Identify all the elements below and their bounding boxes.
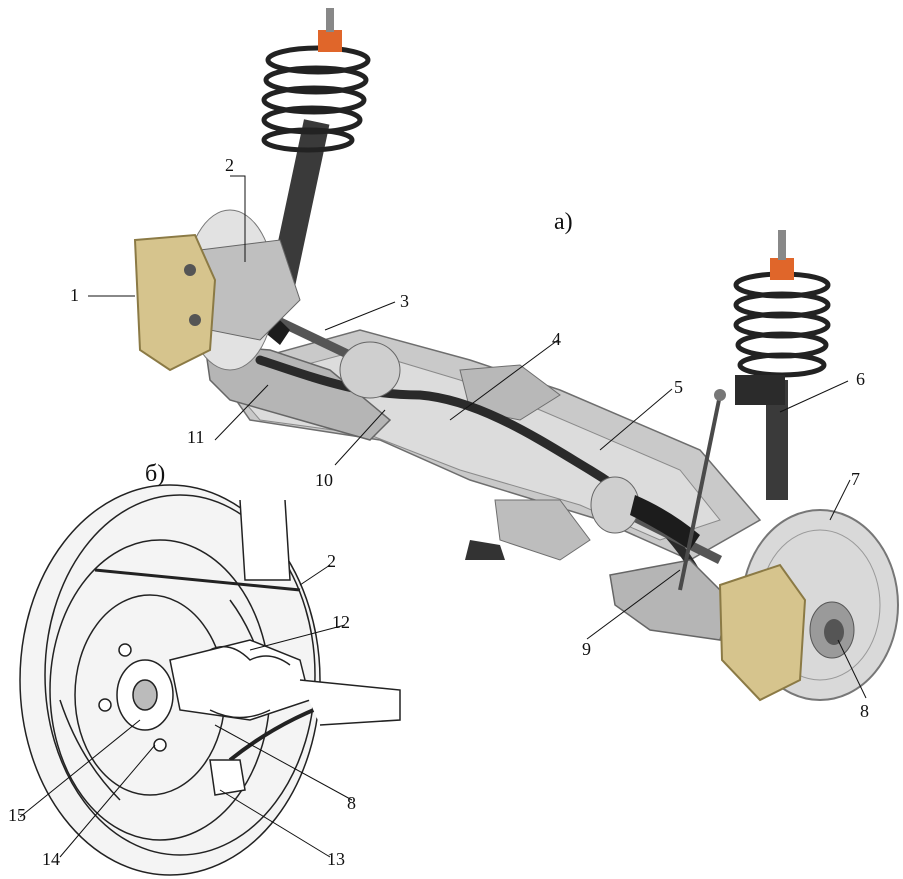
- leader-6: [779, 380, 849, 413]
- leader-11: [214, 384, 269, 441]
- callout-b-2: 2: [327, 551, 336, 571]
- callout-6: 6: [856, 369, 865, 389]
- right-drive-shaft: [590, 476, 723, 565]
- right-caliper: [718, 563, 807, 702]
- wheel-detail: [19, 484, 401, 876]
- leader-2: [230, 175, 246, 262]
- leader-b15: [19, 719, 141, 818]
- leader-10: [334, 409, 386, 466]
- leader-b12: [249, 624, 346, 651]
- leader-9: [586, 569, 681, 640]
- callout-7: 7: [851, 469, 860, 489]
- callout-b-12: 12: [332, 612, 350, 632]
- callout-5: 5: [674, 377, 683, 397]
- leader-5: [599, 388, 673, 451]
- leader-8: [837, 639, 867, 699]
- right-strut: [733, 230, 831, 500]
- callout-b-8: 8: [347, 793, 356, 813]
- callout-3: 3: [400, 291, 409, 311]
- leader-b14: [59, 744, 156, 858]
- callout-10: 10: [315, 470, 333, 490]
- callout-b-15: 15: [8, 805, 26, 825]
- callout-9: 9: [582, 639, 591, 659]
- callout-11: 11: [187, 427, 205, 447]
- right-lower-arm: [609, 559, 731, 641]
- callout-8: 8: [860, 701, 869, 721]
- callout-4: 4: [552, 329, 561, 349]
- left-lower-arm: [204, 344, 392, 441]
- leader-b2: [299, 564, 331, 586]
- leader-lines: [19, 175, 867, 858]
- callout-b-14: 14: [42, 849, 60, 869]
- leader-4: [449, 339, 559, 421]
- left-caliper: [133, 233, 217, 372]
- leader-b13: [219, 789, 331, 858]
- callout-b-13: 13: [327, 849, 345, 869]
- leader-7: [829, 479, 851, 521]
- section-a-label: а): [554, 209, 573, 235]
- section-b-label: б): [145, 461, 166, 487]
- callout-2: 2: [225, 155, 234, 175]
- tie-rod: [678, 389, 726, 591]
- leader-b8: [214, 724, 353, 801]
- callout-1: 1: [70, 285, 79, 305]
- leader-3: [324, 301, 396, 331]
